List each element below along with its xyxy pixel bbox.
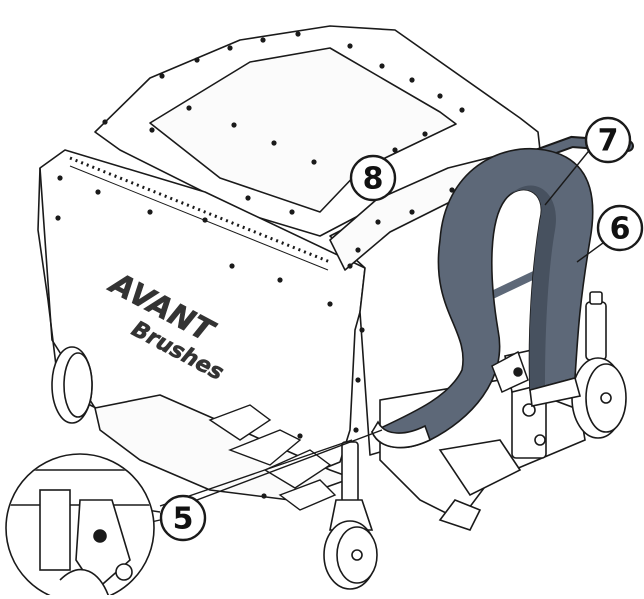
front-lid — [149, 47, 457, 213]
callout-5: 5 — [159, 494, 207, 542]
leader-5a — [159, 439, 353, 507]
callout-6-label: 6 — [610, 212, 631, 247]
callout-8-label: 8 — [363, 162, 384, 197]
front-caster-right — [571, 357, 627, 439]
leader-7 — [544, 141, 597, 206]
detail-inset — [5, 453, 155, 599]
callout-8: 8 — [349, 154, 397, 202]
callout-7: 7 — [584, 116, 632, 164]
seam-line-2 — [69, 165, 329, 271]
hydraulic-cylinder — [585, 291, 607, 361]
rear-wheel-left — [51, 346, 93, 424]
front-caster-left — [323, 441, 378, 590]
callout-5-label: 5 — [173, 502, 194, 537]
hose-end-upper — [371, 420, 431, 449]
hose-end-lower — [529, 377, 581, 407]
callout-6: 6 — [596, 204, 644, 252]
hose-clamps — [491, 350, 529, 394]
suction-hose — [370, 147, 594, 449]
hose-shadow — [505, 185, 556, 390]
callout-7-label: 7 — [598, 124, 619, 159]
brush-bristles — [208, 404, 337, 511]
